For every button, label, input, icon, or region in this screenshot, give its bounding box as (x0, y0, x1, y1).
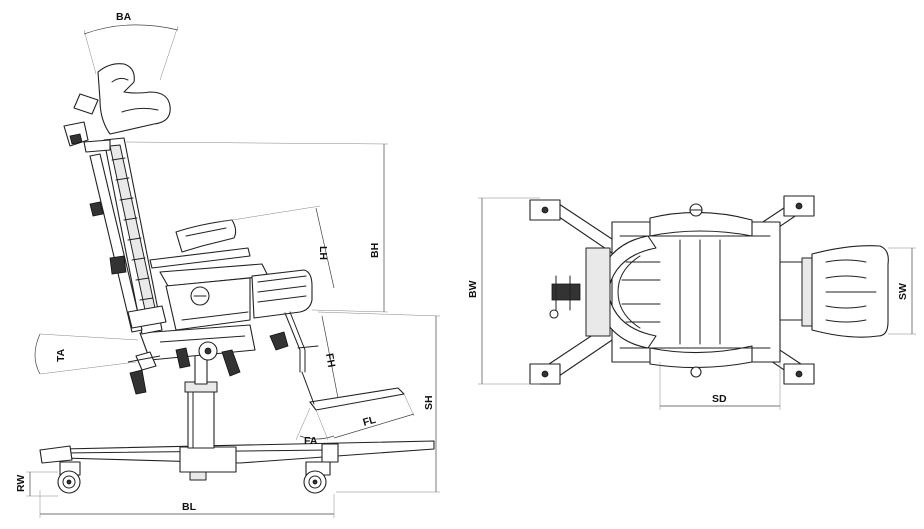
top-view-backrest (585, 235, 661, 349)
label-fl: FL (362, 414, 378, 429)
gas-column (184, 337, 218, 449)
tilt-mechanism (127, 324, 256, 395)
label-sh: SH (423, 395, 435, 410)
wheel-base (39, 440, 435, 481)
side-view-dimensions (26, 24, 441, 518)
headrest (63, 63, 171, 153)
label-fh: FH (323, 352, 337, 368)
label-sw: SW (897, 283, 909, 300)
label-sd: SD (712, 393, 727, 405)
label-fa: FA (304, 435, 318, 447)
top-view-footplate (779, 245, 889, 338)
label-rw: RW (15, 475, 27, 492)
side-view-chair (39, 63, 435, 494)
top-view-chair (529, 195, 889, 385)
caster-left (57, 461, 81, 494)
top-view-dimensions (478, 197, 916, 410)
top-view-seat (611, 211, 781, 369)
leg-rest (251, 269, 319, 373)
label-bw: BW (467, 280, 479, 298)
label-bl: BL (182, 501, 197, 513)
label-bh: BH (369, 243, 381, 258)
footplate (301, 371, 405, 411)
backrest (89, 137, 167, 335)
armrest (149, 219, 251, 269)
label-ta: TA (55, 348, 67, 362)
label-lh: LH (317, 246, 329, 260)
seat (159, 263, 269, 331)
dimension-ba-arc (83, 24, 179, 35)
caster-right (303, 461, 331, 494)
top-view-rear-details (549, 203, 703, 378)
label-ba: BA (116, 11, 132, 23)
